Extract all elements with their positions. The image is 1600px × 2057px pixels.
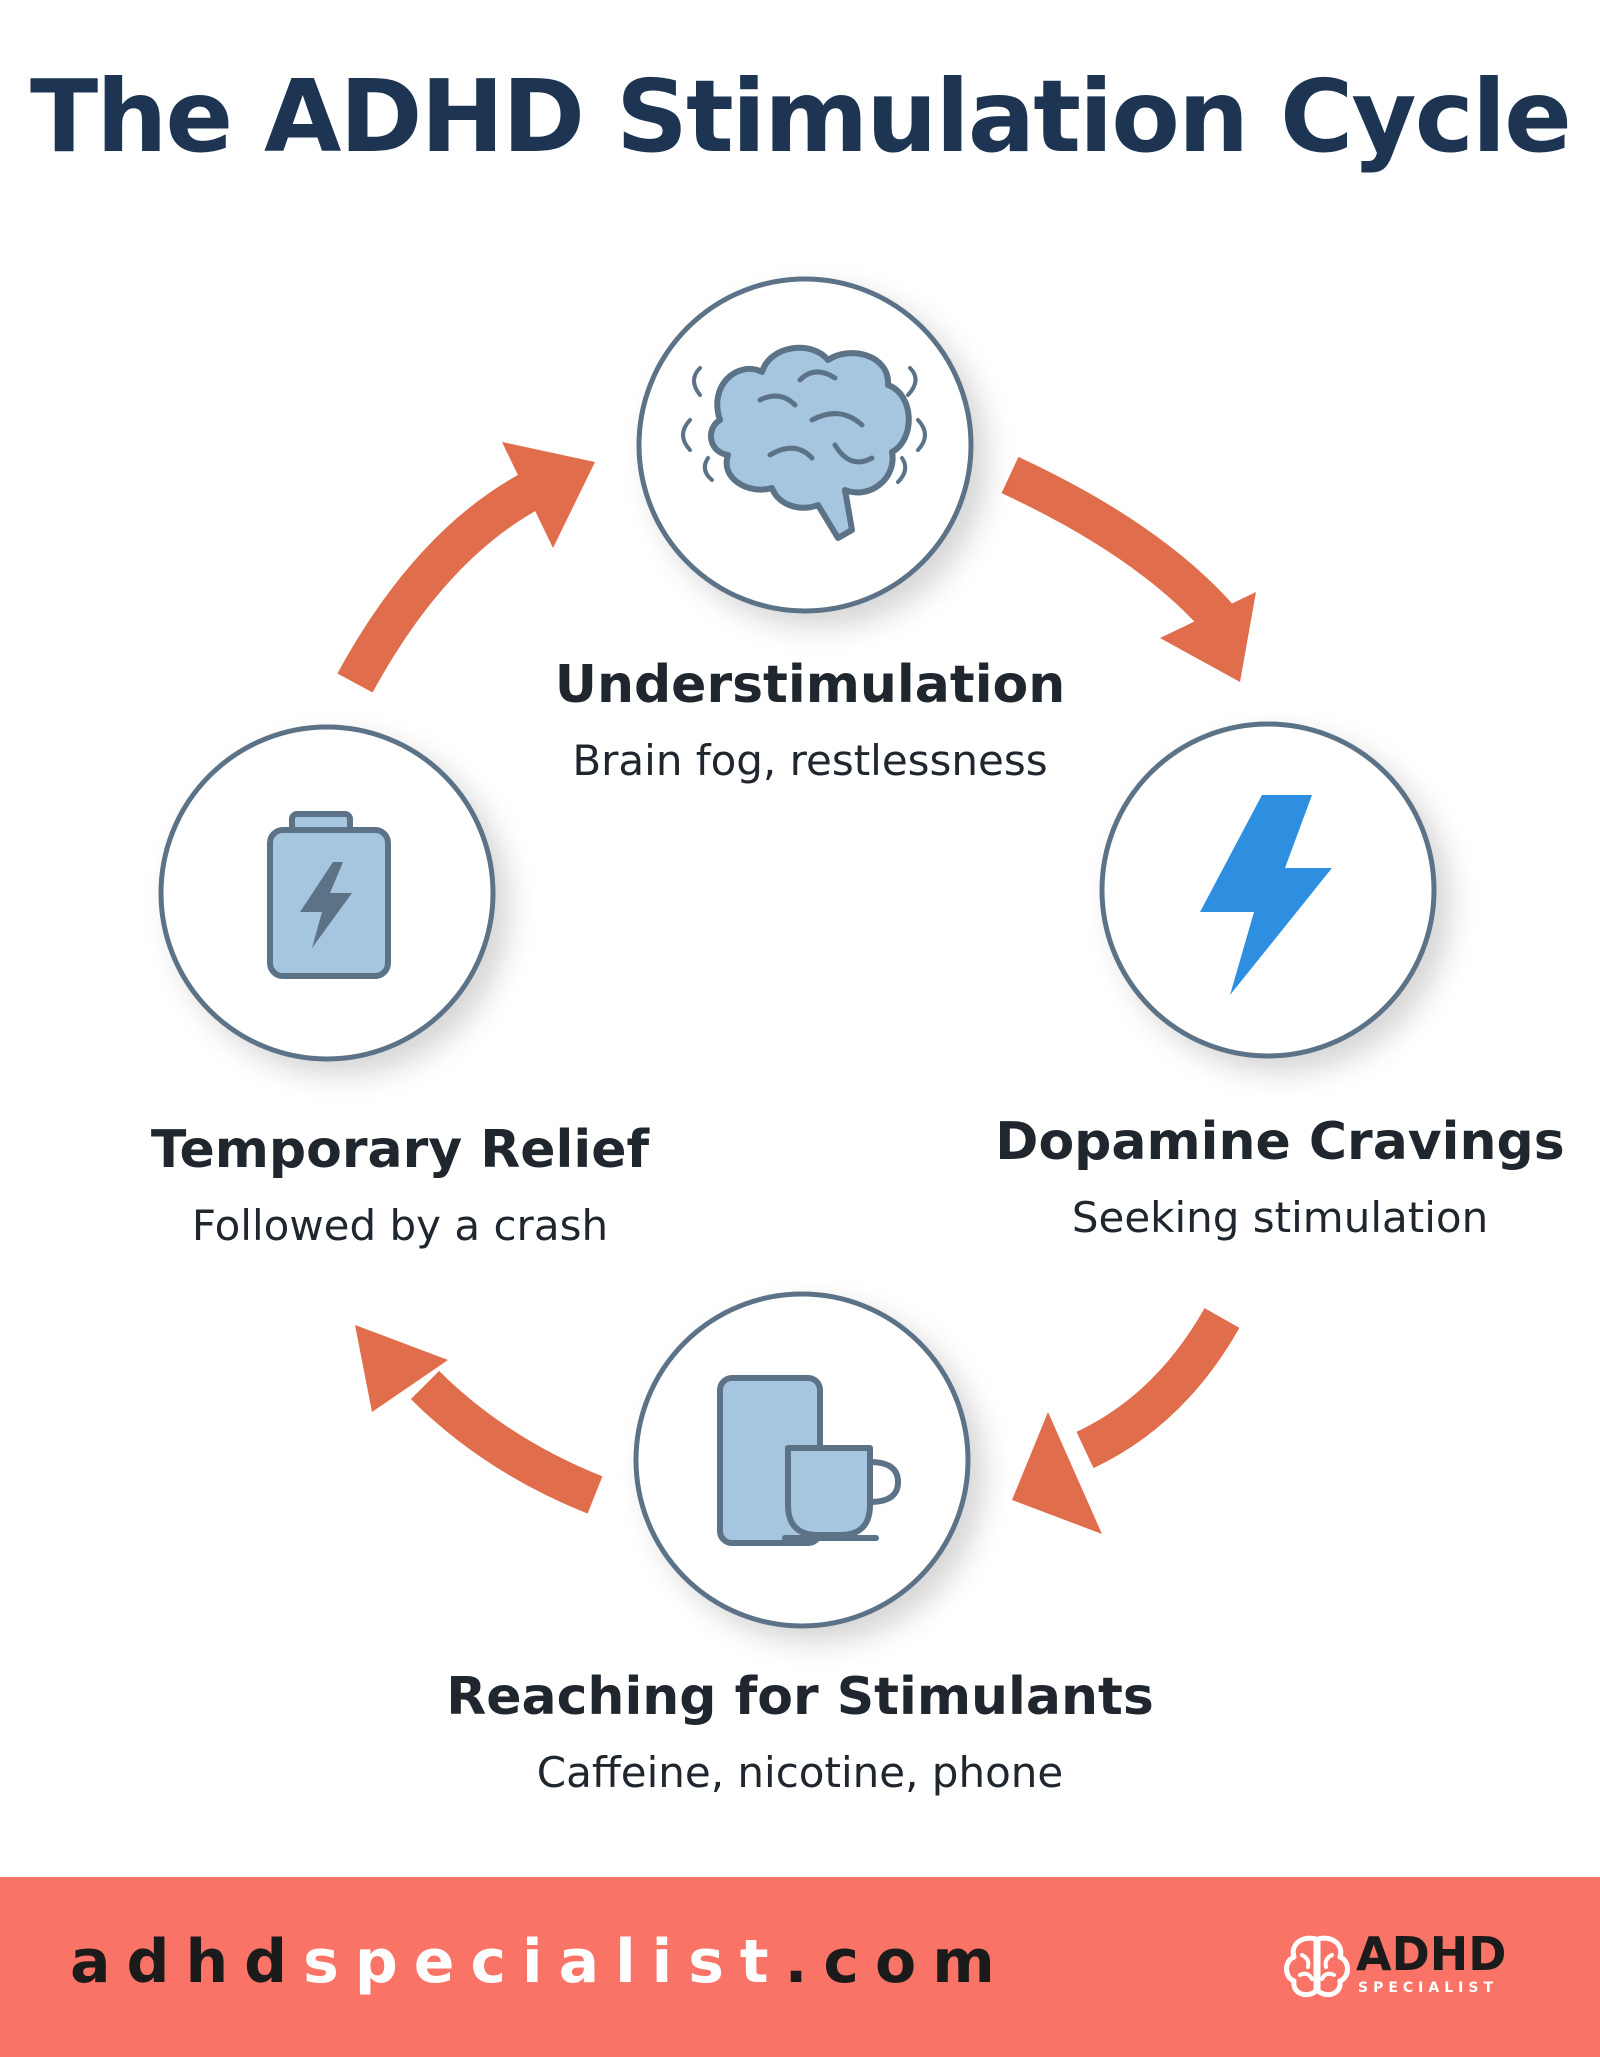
step-subtitle: Caffeine, nicotine, phone (536, 1748, 1064, 1797)
step-circle-temporary-relief (158, 724, 496, 1062)
step-circle-reaching-for-stimulants (633, 1291, 971, 1629)
step-label-temporary-relief: Temporary Relief Followed by a crash (40, 1118, 760, 1254)
step-title: Reaching for Stimulants (446, 1667, 1154, 1727)
step-title: Understimulation (554, 655, 1066, 715)
adhd-specialist-logo: ADHD SPECIALIST (1282, 1927, 1542, 2007)
cycle-arrow-cravings-to-stimulants (1012, 1308, 1240, 1534)
footer-url-part2: specialist (303, 1927, 785, 1997)
brain-icon (681, 344, 927, 541)
cycle-arrow-relief-to-understimulation (337, 442, 595, 693)
step-label-reaching-for-stimulants: Reaching for Stimulants Caffeine, nicoti… (380, 1665, 1220, 1801)
step-circle-dopamine-cravings (1099, 721, 1437, 1059)
footer-website-url: adhdspecialist.com (70, 1922, 1011, 2002)
footer-banner: adhdspecialist.com ADHD SPECIALIST (0, 1877, 1600, 2057)
step-subtitle: Brain fog, restlessness (572, 736, 1048, 785)
step-label-understimulation: Understimulation Brain fog, restlessness (410, 653, 1210, 789)
phone-and-coffee-icon (717, 1375, 902, 1546)
battery-icon (267, 811, 391, 979)
step-circle-understimulation (636, 276, 974, 614)
footer-url-part3: .com (784, 1927, 1011, 1997)
cycle-arrow-stimulants-to-relief (355, 1325, 603, 1514)
logo-text: ADHD (1356, 1927, 1507, 1981)
logo-subtext: SPECIALIST (1358, 1980, 1498, 1996)
cycle-arrow-understimulation-to-cravings (1001, 456, 1256, 682)
page-title: The ADHD Stimulation Cycle (30, 58, 1572, 175)
lightning-bolt-icon (1200, 795, 1332, 995)
footer-url-part1: adhd (70, 1927, 304, 1997)
step-title: Dopamine Cravings (995, 1112, 1565, 1172)
step-subtitle: Followed by a crash (191, 1201, 609, 1250)
step-title: Temporary Relief (150, 1120, 650, 1180)
step-label-dopamine-cravings: Dopamine Cravings Seeking stimulation (960, 1110, 1600, 1246)
step-subtitle: Seeking stimulation (1071, 1193, 1489, 1242)
brain-logo-icon (1284, 1935, 1350, 1998)
